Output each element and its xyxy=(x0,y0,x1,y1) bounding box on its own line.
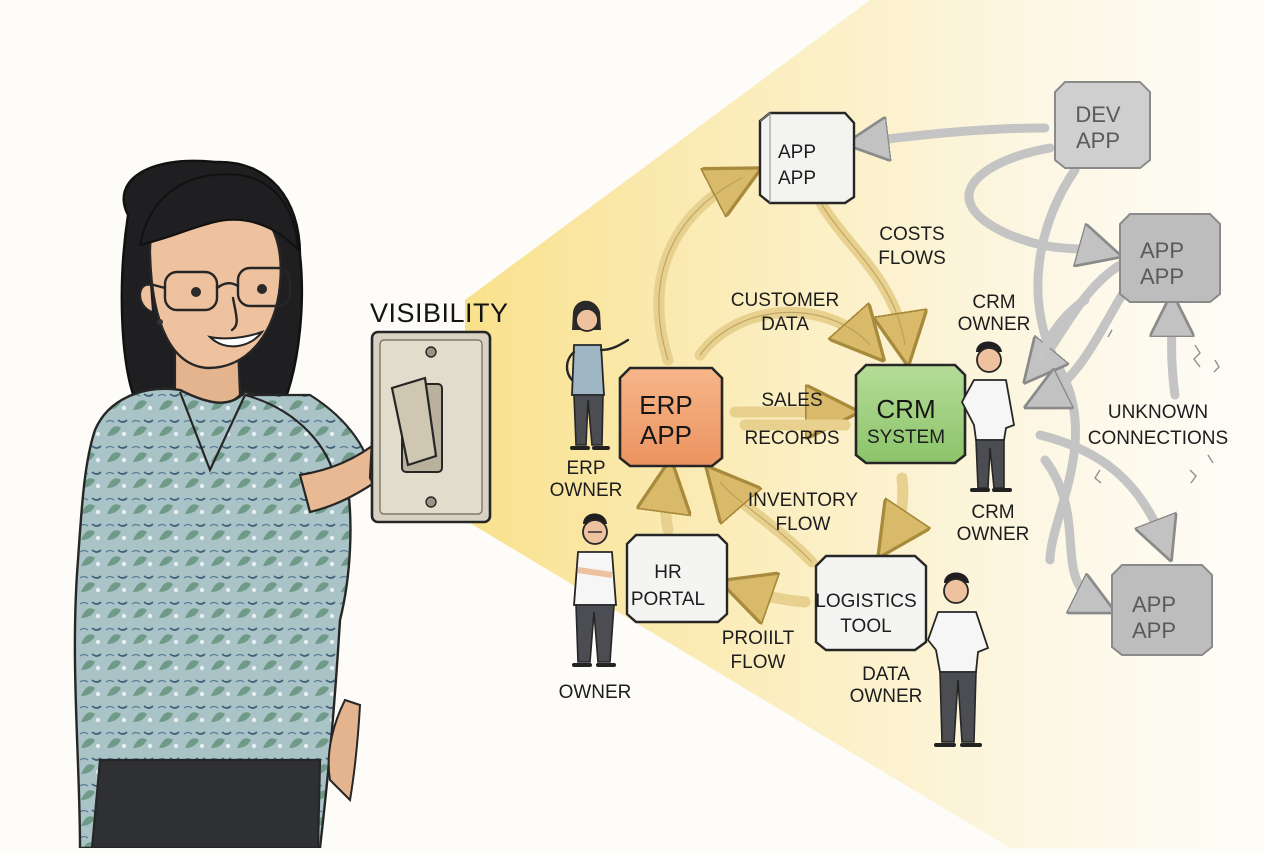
node-logistics-line1: LOGISTICS xyxy=(815,591,916,612)
erp-owner-figure xyxy=(565,300,630,450)
node-erp-line2: APP xyxy=(640,420,692,450)
arrow-profit-flow xyxy=(740,588,811,602)
flow-customer-line2: DATA xyxy=(761,314,809,335)
crm-owner-figure xyxy=(960,341,1016,492)
woman-figure xyxy=(73,159,427,850)
gray-arrow-h xyxy=(1035,295,1090,365)
flow-inventory-line2: FLOW xyxy=(776,514,831,535)
gray-arrow-e xyxy=(1035,430,1165,545)
node-right-app-1-line1: APP xyxy=(1140,238,1184,263)
node-right-app-1[interactable]: APP APP xyxy=(1119,213,1221,303)
node-hr-line2: PORTAL xyxy=(631,589,705,610)
flow-inventory-line1: INVENTORY xyxy=(748,490,858,511)
unknown-line2: CONNECTIONS xyxy=(1088,428,1228,449)
node-right-app-1-line2: APP xyxy=(1140,264,1184,289)
node-crm-system[interactable]: CRM SYSTEM xyxy=(854,363,967,465)
flow-costs-line2: FLOWS xyxy=(878,248,946,269)
data-owner-figure xyxy=(926,572,990,747)
node-top-app[interactable]: APP APP xyxy=(758,111,856,205)
node-logistics-line2: TOOL xyxy=(840,616,891,637)
node-hr-portal[interactable]: HR PORTAL xyxy=(625,533,729,624)
static-sparks xyxy=(1094,329,1220,484)
gray-arrow-g xyxy=(1172,310,1175,400)
gray-arrow-a xyxy=(964,143,1105,252)
node-top-app-line1: APP xyxy=(778,142,816,163)
owner-crm-top-line2: OWNER xyxy=(958,314,1031,335)
node-crm-line1: CRM xyxy=(876,394,935,424)
visibility-switch[interactable] xyxy=(370,330,492,524)
node-dev-app[interactable]: DEV APP xyxy=(1054,81,1151,169)
node-logistics-tool[interactable]: LOGISTICS TOOL xyxy=(814,554,928,652)
node-dev-app-line1: DEV xyxy=(1075,102,1121,127)
unknown-arrows xyxy=(862,128,1175,605)
node-dev-app-line2: APP xyxy=(1076,128,1120,153)
flow-costs-line1: COSTS xyxy=(879,224,944,245)
owner-data-line1: DATA xyxy=(862,664,910,685)
gray-arrow-d xyxy=(1040,285,1130,400)
owner-crm-top-line1: CRM xyxy=(972,292,1015,313)
owner-erp-line1: ERP xyxy=(566,458,605,479)
gray-arrow-f xyxy=(1040,455,1100,605)
switch-toggle[interactable] xyxy=(390,376,438,467)
arrow-crm-to-logistics xyxy=(890,472,903,540)
node-hr-line1: HR xyxy=(654,562,681,583)
flow-sales-line2: RECORDS xyxy=(744,428,839,449)
node-erp-app[interactable]: ERP APP xyxy=(618,366,724,468)
arrow-hr-to-erp xyxy=(666,480,668,536)
hr-owner-figure xyxy=(572,513,617,667)
flow-sales-line1: SALES xyxy=(761,390,822,411)
node-top-app-line2: APP xyxy=(778,168,816,189)
owner-crm-bottom-line1: CRM xyxy=(971,502,1014,523)
owner-crm-bottom-line2: OWNER xyxy=(957,524,1030,545)
owner-erp-line2: OWNER xyxy=(550,480,623,501)
node-crm-line2: SYSTEM xyxy=(867,427,945,448)
unknown-line1: UNKNOWN xyxy=(1108,402,1208,423)
node-right-app-2-line2: APP xyxy=(1132,618,1176,643)
visibility-label: VISIBILITY xyxy=(370,298,509,328)
node-right-app-2-line1: APP xyxy=(1132,592,1176,617)
flow-customer-line1: CUSTOMER xyxy=(731,290,839,311)
owner-data-line2: OWNER xyxy=(850,686,923,707)
gray-arrow-dev-to-top xyxy=(862,128,1050,142)
owner-hr-line1: OWNER xyxy=(559,682,632,703)
node-erp-line1: ERP xyxy=(639,390,692,420)
node-right-app-2[interactable]: APP APP xyxy=(1111,564,1213,656)
flow-profit-line2: FLOW xyxy=(731,652,786,673)
flow-profit-line1: PROIILT xyxy=(722,628,795,649)
